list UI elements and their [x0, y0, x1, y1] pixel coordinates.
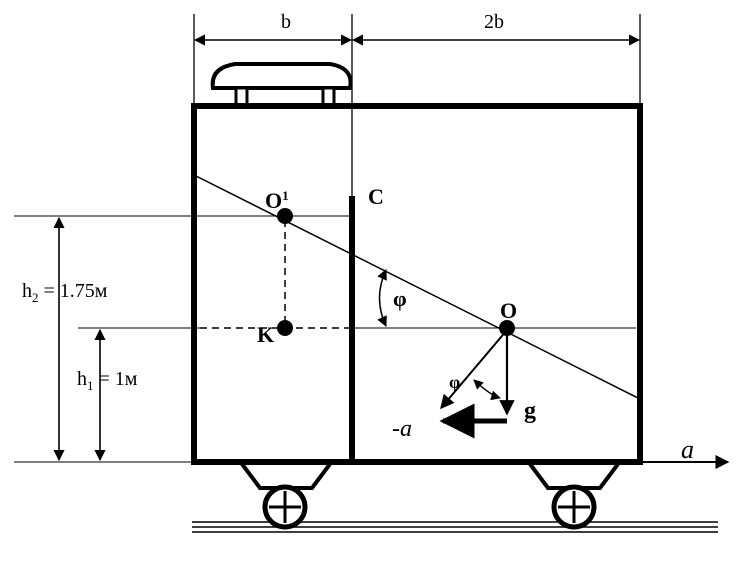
- label-C: C: [368, 184, 384, 209]
- angle-phi-arc-upper: [377, 269, 387, 327]
- label-phi-upper: φ: [393, 286, 407, 311]
- level-reference-lines: [14, 215, 636, 463]
- point-O: [499, 320, 515, 336]
- label-g: g: [524, 398, 536, 424]
- point-K: [277, 320, 293, 336]
- dimension-2b-label: 2b: [484, 11, 504, 33]
- tank-body: [191, 103, 643, 465]
- right-wheel-carriage: [528, 462, 620, 530]
- h1-label: h1 = 1м: [77, 368, 138, 393]
- angle-phi-arc-lower: [473, 379, 501, 401]
- dimension-extension-lines: [193, 14, 641, 106]
- point-O1: [277, 208, 293, 224]
- left-wheel-carriage: [240, 462, 332, 530]
- label-minus-a: -a: [392, 416, 412, 442]
- h2-label: h2 = 1.75м: [22, 280, 108, 305]
- label-O1: O1: [265, 188, 289, 213]
- inclined-free-surface: [195, 175, 639, 399]
- dimension-b-label: b: [281, 11, 291, 33]
- label-phi-lower: φ: [449, 372, 460, 392]
- top-hatch: [210, 62, 353, 108]
- vector-resultant: [440, 329, 508, 410]
- label-K: K: [257, 322, 274, 347]
- label-O: O: [500, 298, 517, 323]
- dashed-guides: [200, 220, 352, 329]
- label-a-axis: a: [681, 435, 694, 464]
